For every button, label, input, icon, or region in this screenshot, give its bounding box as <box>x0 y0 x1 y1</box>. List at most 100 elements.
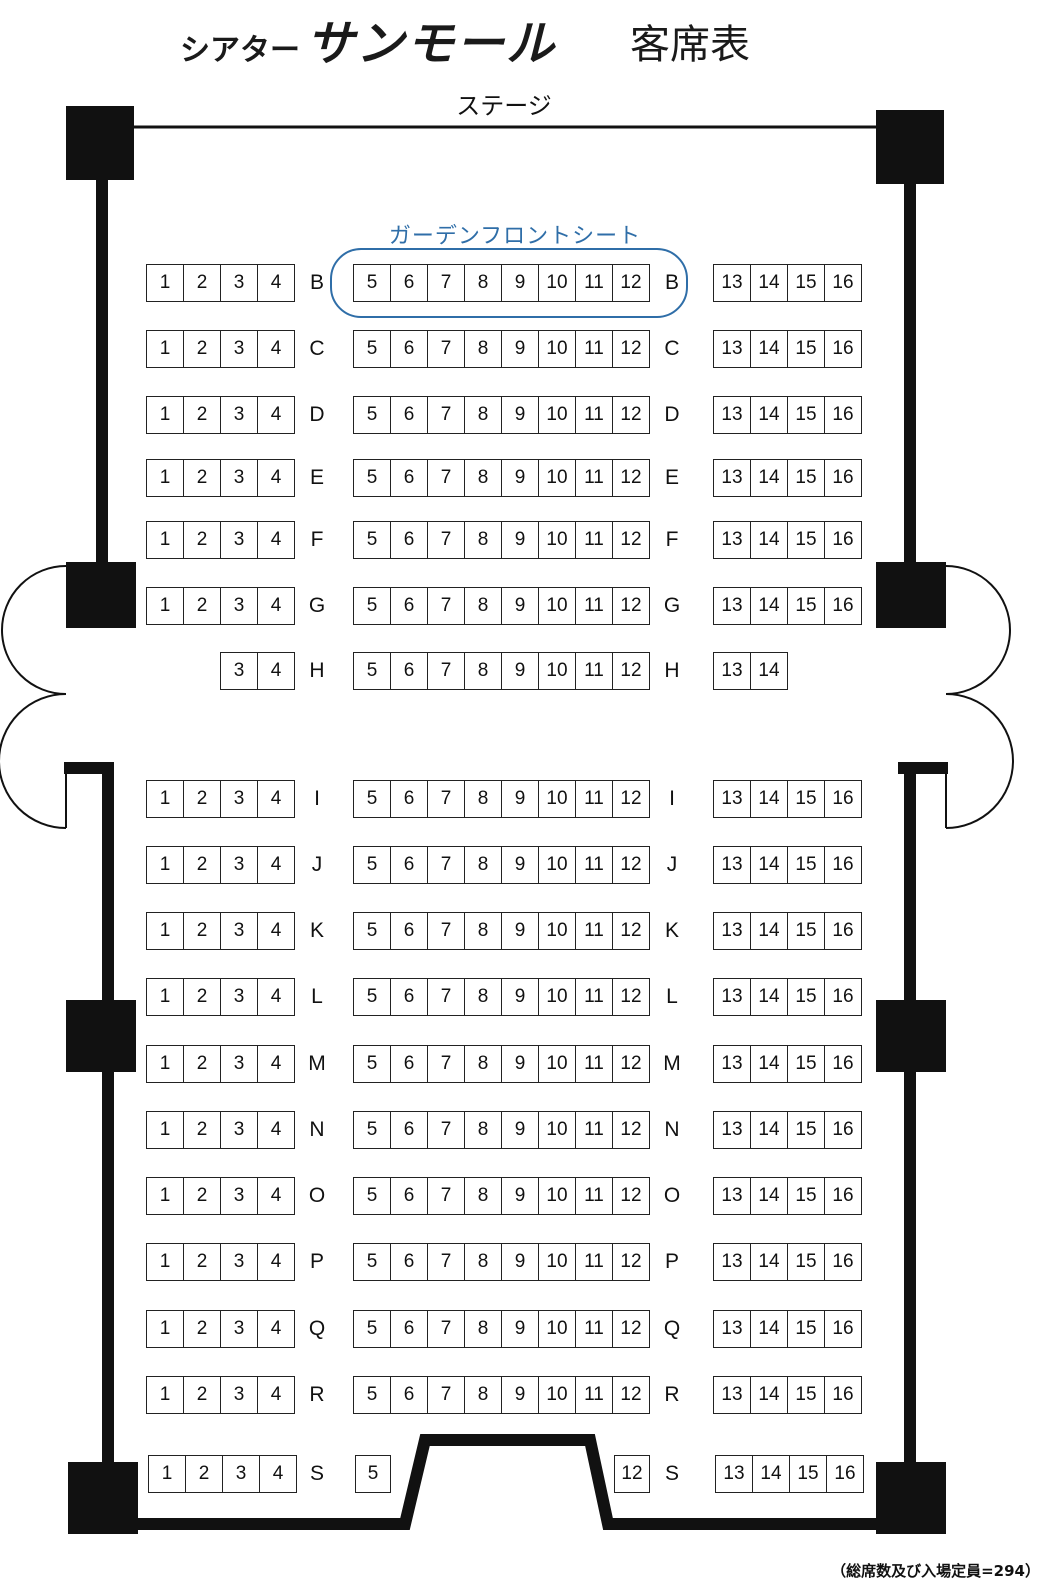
seat-C-9[interactable]: 9 <box>501 330 539 368</box>
seat-J-12[interactable]: 12 <box>612 846 650 884</box>
seat-Q-15[interactable]: 15 <box>787 1310 825 1348</box>
seat-L-10[interactable]: 10 <box>538 978 576 1016</box>
seat-G-4[interactable]: 4 <box>257 587 295 625</box>
seat-F-7[interactable]: 7 <box>427 521 465 559</box>
seat-J-7[interactable]: 7 <box>427 846 465 884</box>
seat-J-9[interactable]: 9 <box>501 846 539 884</box>
seat-E-3[interactable]: 3 <box>220 459 258 497</box>
seat-B-9[interactable]: 9 <box>501 264 539 302</box>
seat-D-14[interactable]: 14 <box>750 396 788 434</box>
seat-B-11[interactable]: 11 <box>575 264 613 302</box>
seat-Q-7[interactable]: 7 <box>427 1310 465 1348</box>
seat-I-10[interactable]: 10 <box>538 780 576 818</box>
seat-B-6[interactable]: 6 <box>390 264 428 302</box>
seat-O-13[interactable]: 13 <box>713 1177 751 1215</box>
seat-M-6[interactable]: 6 <box>390 1045 428 1083</box>
seat-K-2[interactable]: 2 <box>183 912 221 950</box>
seat-N-10[interactable]: 10 <box>538 1111 576 1149</box>
seat-K-15[interactable]: 15 <box>787 912 825 950</box>
seat-Q-5[interactable]: 5 <box>353 1310 391 1348</box>
seat-F-6[interactable]: 6 <box>390 521 428 559</box>
seat-H-12[interactable]: 12 <box>612 652 650 690</box>
seat-L-12[interactable]: 12 <box>612 978 650 1016</box>
seat-L-14[interactable]: 14 <box>750 978 788 1016</box>
seat-J-16[interactable]: 16 <box>824 846 862 884</box>
seat-F-2[interactable]: 2 <box>183 521 221 559</box>
seat-K-9[interactable]: 9 <box>501 912 539 950</box>
seat-Q-1[interactable]: 1 <box>146 1310 184 1348</box>
seat-I-16[interactable]: 16 <box>824 780 862 818</box>
seat-G-12[interactable]: 12 <box>612 587 650 625</box>
seat-K-11[interactable]: 11 <box>575 912 613 950</box>
seat-M-15[interactable]: 15 <box>787 1045 825 1083</box>
seat-H-11[interactable]: 11 <box>575 652 613 690</box>
seat-R-16[interactable]: 16 <box>824 1376 862 1414</box>
seat-P-11[interactable]: 11 <box>575 1243 613 1281</box>
seat-F-12[interactable]: 12 <box>612 521 650 559</box>
seat-D-7[interactable]: 7 <box>427 396 465 434</box>
seat-R-11[interactable]: 11 <box>575 1376 613 1414</box>
seat-O-12[interactable]: 12 <box>612 1177 650 1215</box>
seat-S-12[interactable]: 12 <box>614 1455 650 1493</box>
seat-N-8[interactable]: 8 <box>464 1111 502 1149</box>
seat-L-6[interactable]: 6 <box>390 978 428 1016</box>
seat-I-2[interactable]: 2 <box>183 780 221 818</box>
seat-E-9[interactable]: 9 <box>501 459 539 497</box>
seat-C-13[interactable]: 13 <box>713 330 751 368</box>
seat-O-9[interactable]: 9 <box>501 1177 539 1215</box>
seat-F-1[interactable]: 1 <box>146 521 184 559</box>
seat-N-11[interactable]: 11 <box>575 1111 613 1149</box>
seat-O-2[interactable]: 2 <box>183 1177 221 1215</box>
seat-E-8[interactable]: 8 <box>464 459 502 497</box>
seat-C-16[interactable]: 16 <box>824 330 862 368</box>
seat-I-13[interactable]: 13 <box>713 780 751 818</box>
seat-O-3[interactable]: 3 <box>220 1177 258 1215</box>
seat-R-9[interactable]: 9 <box>501 1376 539 1414</box>
seat-G-9[interactable]: 9 <box>501 587 539 625</box>
seat-M-8[interactable]: 8 <box>464 1045 502 1083</box>
seat-J-8[interactable]: 8 <box>464 846 502 884</box>
seat-E-10[interactable]: 10 <box>538 459 576 497</box>
seat-M-13[interactable]: 13 <box>713 1045 751 1083</box>
seat-C-3[interactable]: 3 <box>220 330 258 368</box>
seat-Q-6[interactable]: 6 <box>390 1310 428 1348</box>
seat-P-15[interactable]: 15 <box>787 1243 825 1281</box>
seat-M-16[interactable]: 16 <box>824 1045 862 1083</box>
seat-C-6[interactable]: 6 <box>390 330 428 368</box>
seat-I-4[interactable]: 4 <box>257 780 295 818</box>
seat-Q-2[interactable]: 2 <box>183 1310 221 1348</box>
seat-K-1[interactable]: 1 <box>146 912 184 950</box>
seat-M-2[interactable]: 2 <box>183 1045 221 1083</box>
seat-N-2[interactable]: 2 <box>183 1111 221 1149</box>
seat-E-5[interactable]: 5 <box>353 459 391 497</box>
seat-O-4[interactable]: 4 <box>257 1177 295 1215</box>
seat-J-1[interactable]: 1 <box>146 846 184 884</box>
seat-F-4[interactable]: 4 <box>257 521 295 559</box>
seat-Q-4[interactable]: 4 <box>257 1310 295 1348</box>
seat-D-16[interactable]: 16 <box>824 396 862 434</box>
seat-R-12[interactable]: 12 <box>612 1376 650 1414</box>
seat-B-13[interactable]: 13 <box>713 264 751 302</box>
seat-I-5[interactable]: 5 <box>353 780 391 818</box>
seat-B-14[interactable]: 14 <box>750 264 788 302</box>
seat-M-1[interactable]: 1 <box>146 1045 184 1083</box>
seat-G-2[interactable]: 2 <box>183 587 221 625</box>
seat-J-14[interactable]: 14 <box>750 846 788 884</box>
seat-G-16[interactable]: 16 <box>824 587 862 625</box>
seat-D-4[interactable]: 4 <box>257 396 295 434</box>
seat-D-10[interactable]: 10 <box>538 396 576 434</box>
seat-K-14[interactable]: 14 <box>750 912 788 950</box>
seat-Q-10[interactable]: 10 <box>538 1310 576 1348</box>
seat-S-14[interactable]: 14 <box>752 1455 790 1493</box>
seat-C-5[interactable]: 5 <box>353 330 391 368</box>
seat-G-1[interactable]: 1 <box>146 587 184 625</box>
seat-J-11[interactable]: 11 <box>575 846 613 884</box>
seat-P-14[interactable]: 14 <box>750 1243 788 1281</box>
seat-J-2[interactable]: 2 <box>183 846 221 884</box>
seat-P-8[interactable]: 8 <box>464 1243 502 1281</box>
seat-R-7[interactable]: 7 <box>427 1376 465 1414</box>
seat-E-14[interactable]: 14 <box>750 459 788 497</box>
seat-E-16[interactable]: 16 <box>824 459 862 497</box>
seat-R-3[interactable]: 3 <box>220 1376 258 1414</box>
seat-F-9[interactable]: 9 <box>501 521 539 559</box>
